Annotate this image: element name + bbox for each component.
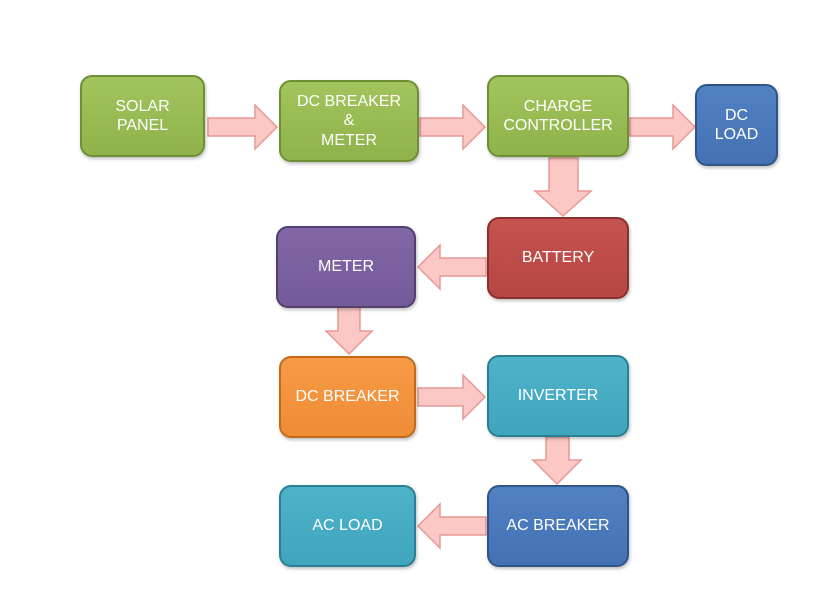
- block-dc-load: DC LOAD: [695, 84, 778, 166]
- block-dc-breaker: DC BREAKER: [279, 356, 416, 438]
- block-ac-load: AC LOAD: [279, 485, 416, 567]
- arrow-dcbreaker-to-charge: [419, 103, 487, 151]
- block-meter: METER: [276, 226, 416, 308]
- block-dc-breaker-meter: DC BREAKER & METER: [279, 80, 419, 162]
- block-ac-breaker: AC BREAKER: [487, 485, 629, 567]
- block-charge-controller: CHARGE CONTROLLER: [487, 75, 629, 157]
- arrow-battery-to-meter: [416, 243, 487, 291]
- block-inverter: INVERTER: [487, 355, 629, 437]
- arrow-inverter-to-acbreaker: [531, 436, 583, 486]
- block-solar-panel: SOLAR PANEL: [80, 75, 205, 157]
- arrow-solar-to-dcbreaker: [207, 103, 279, 151]
- arrow-charge-to-dcload: [629, 103, 697, 151]
- block-battery: BATTERY: [487, 217, 629, 299]
- arrow-acbreaker-to-acload: [416, 502, 487, 550]
- arrow-dcbreaker-to-inverter: [417, 373, 487, 421]
- arrow-charge-to-battery: [533, 157, 593, 218]
- arrow-meter-to-dcbreaker: [324, 306, 374, 356]
